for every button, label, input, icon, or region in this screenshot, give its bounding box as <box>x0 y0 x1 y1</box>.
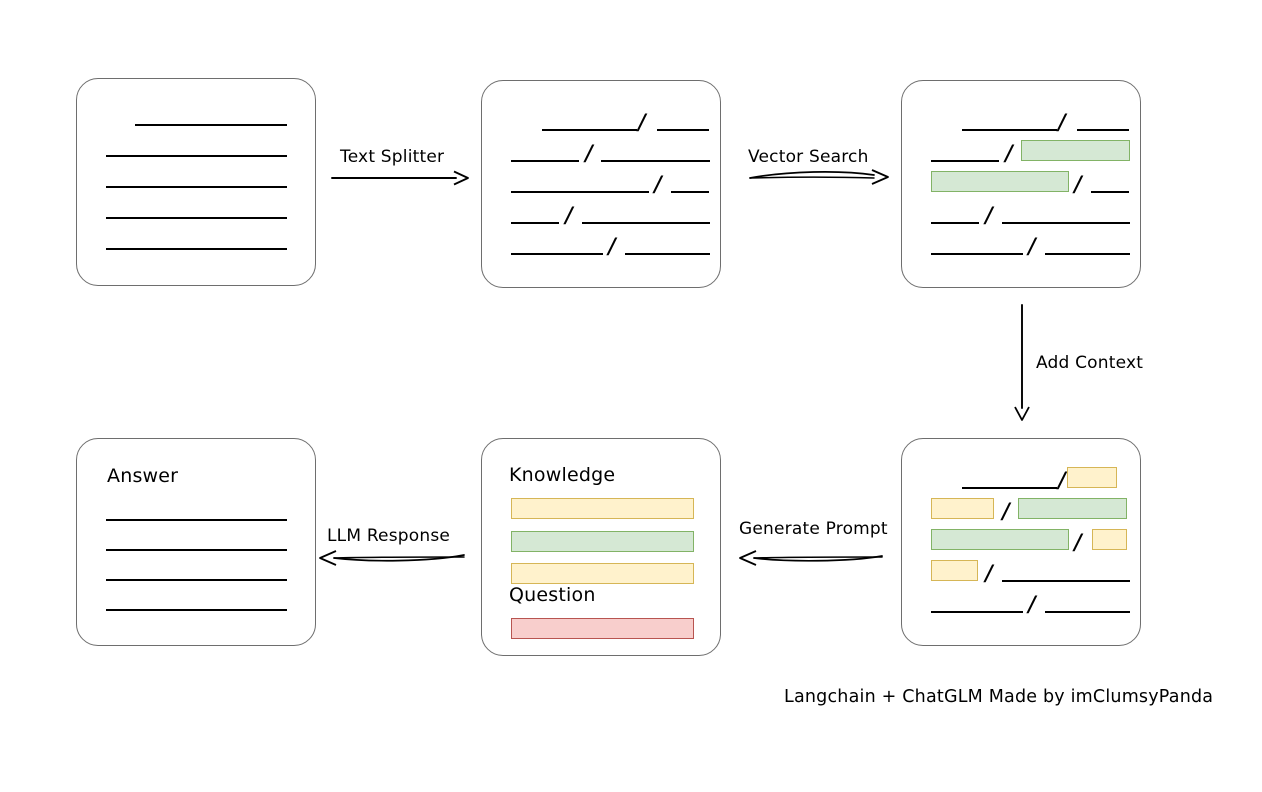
question-label: Question <box>509 584 596 606</box>
matched-chunk-highlight <box>1018 498 1127 519</box>
chunk-separator: / <box>638 109 646 134</box>
context-chunk-highlight <box>931 560 978 581</box>
text-line <box>106 549 287 551</box>
edge-label-llm-response: LLM Response <box>327 526 451 546</box>
chunk-segment <box>1045 253 1130 255</box>
context-chunk-highlight <box>1092 529 1127 550</box>
knowledge-bar <box>511 563 694 584</box>
prompt-box[interactable]: Knowledge Question <box>481 438 721 656</box>
edge-label-text-splitter: Text Splitter <box>340 147 445 167</box>
chunk-segment <box>511 253 603 255</box>
edge-label-add-context: Add Context <box>1036 353 1144 373</box>
text-line <box>135 124 287 126</box>
text-line <box>106 155 287 157</box>
matched-document-box[interactable]: / / / / / <box>901 80 1141 288</box>
chunk-segment <box>931 253 1023 255</box>
knowledge-bar <box>511 498 694 519</box>
chunk-segment <box>1045 611 1130 613</box>
chunk-separator: / <box>654 171 662 196</box>
answer-contents: Answer <box>77 439 315 645</box>
chunk-segment <box>931 611 1023 613</box>
chunk-segment <box>1002 580 1130 582</box>
edge-label-vector-search: Vector Search <box>748 147 869 167</box>
footer-credit: Langchain + ChatGLM Made by imClumsyPand… <box>784 687 1214 707</box>
chunk-segment <box>931 160 999 162</box>
answer-label: Answer <box>107 465 179 487</box>
chunk-segment <box>657 129 709 131</box>
question-bar <box>511 618 694 639</box>
chunk-segment <box>542 129 637 131</box>
matched-chunk-highlight <box>931 529 1069 550</box>
chunk-segment <box>511 222 559 224</box>
chunk-separator: / <box>1005 140 1013 165</box>
text-line <box>106 519 287 521</box>
arrow-add-context <box>1014 304 1030 421</box>
split-document-lines: / / / / / <box>482 81 720 287</box>
matched-document-lines: / / / / / <box>902 81 1140 287</box>
answer-box[interactable]: Answer <box>76 438 316 646</box>
text-line <box>106 579 287 581</box>
chunk-segment <box>511 160 579 162</box>
chunk-segment <box>625 253 710 255</box>
split-document-box[interactable]: / / / / / <box>481 80 721 288</box>
arrow-vector-search <box>749 169 889 185</box>
source-document-box[interactable] <box>76 78 316 286</box>
chunk-segment <box>962 129 1057 131</box>
chunk-separator: / <box>985 560 993 585</box>
arrow-text-splitter <box>331 170 469 186</box>
chunk-separator: / <box>1058 467 1066 492</box>
chunk-separator: / <box>985 202 993 227</box>
chunk-segment <box>931 222 979 224</box>
chunk-segment <box>1077 129 1129 131</box>
chunk-separator: / <box>1074 529 1082 554</box>
matched-chunk-highlight <box>1021 140 1130 161</box>
chunk-separator: / <box>1028 233 1036 258</box>
chunk-separator: / <box>565 202 573 227</box>
context-chunk-highlight <box>1067 467 1117 488</box>
chunk-separator: / <box>608 233 616 258</box>
context-document-lines: / / / / / <box>902 439 1140 645</box>
text-line <box>106 186 287 188</box>
text-line <box>106 248 287 250</box>
chunk-separator: / <box>1074 171 1082 196</box>
knowledge-bar <box>511 531 694 552</box>
arrow-generate-prompt <box>739 550 883 566</box>
chunk-segment <box>962 487 1057 489</box>
context-document-box[interactable]: / / / / / <box>901 438 1141 646</box>
chunk-segment <box>1002 222 1130 224</box>
chunk-segment <box>671 191 709 193</box>
edge-label-generate-prompt: Generate Prompt <box>739 519 888 539</box>
prompt-contents: Knowledge Question <box>482 439 720 655</box>
matched-chunk-highlight <box>931 171 1069 192</box>
knowledge-label: Knowledge <box>509 464 616 486</box>
chunk-separator: / <box>1028 591 1036 616</box>
chunk-segment <box>582 222 710 224</box>
chunk-segment <box>601 160 710 162</box>
chunk-segment <box>1091 191 1129 193</box>
text-line <box>106 609 287 611</box>
chunk-separator: / <box>585 140 593 165</box>
source-document-lines <box>77 79 315 285</box>
chunk-separator: / <box>1002 498 1010 523</box>
chunk-segment <box>511 191 649 193</box>
chunk-separator: / <box>1058 109 1066 134</box>
context-chunk-highlight <box>931 498 994 519</box>
arrow-llm-response <box>319 550 465 566</box>
text-line <box>106 217 287 219</box>
